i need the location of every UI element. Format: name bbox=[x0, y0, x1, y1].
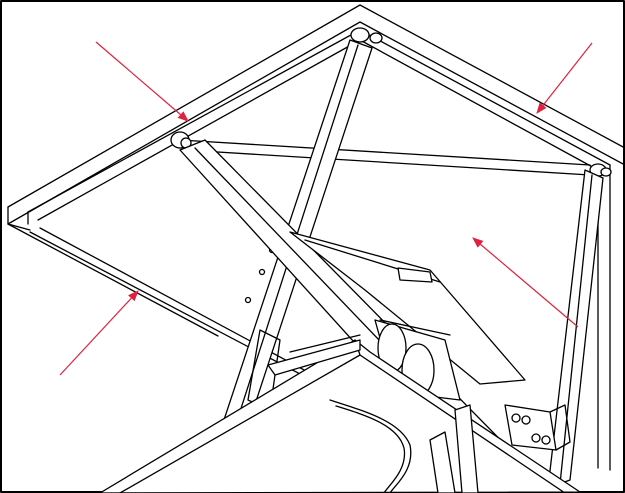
scissor-arm-right bbox=[547, 169, 604, 489]
callout-arrow-middle-right bbox=[472, 237, 579, 328]
callout-arrow-bottom-left bbox=[59, 290, 139, 376]
hydraulic-hose bbox=[329, 399, 412, 493]
callout-arrows bbox=[59, 41, 593, 376]
callout-arrow-top-right bbox=[536, 42, 593, 114]
platform-frame bbox=[7, 4, 625, 493]
callout-arrow-top-left bbox=[95, 41, 189, 122]
inner-tilt-plate bbox=[289, 231, 526, 385]
pump-box bbox=[504, 404, 571, 451]
corner-pins bbox=[170, 27, 612, 177]
lower-rod bbox=[429, 404, 479, 493]
